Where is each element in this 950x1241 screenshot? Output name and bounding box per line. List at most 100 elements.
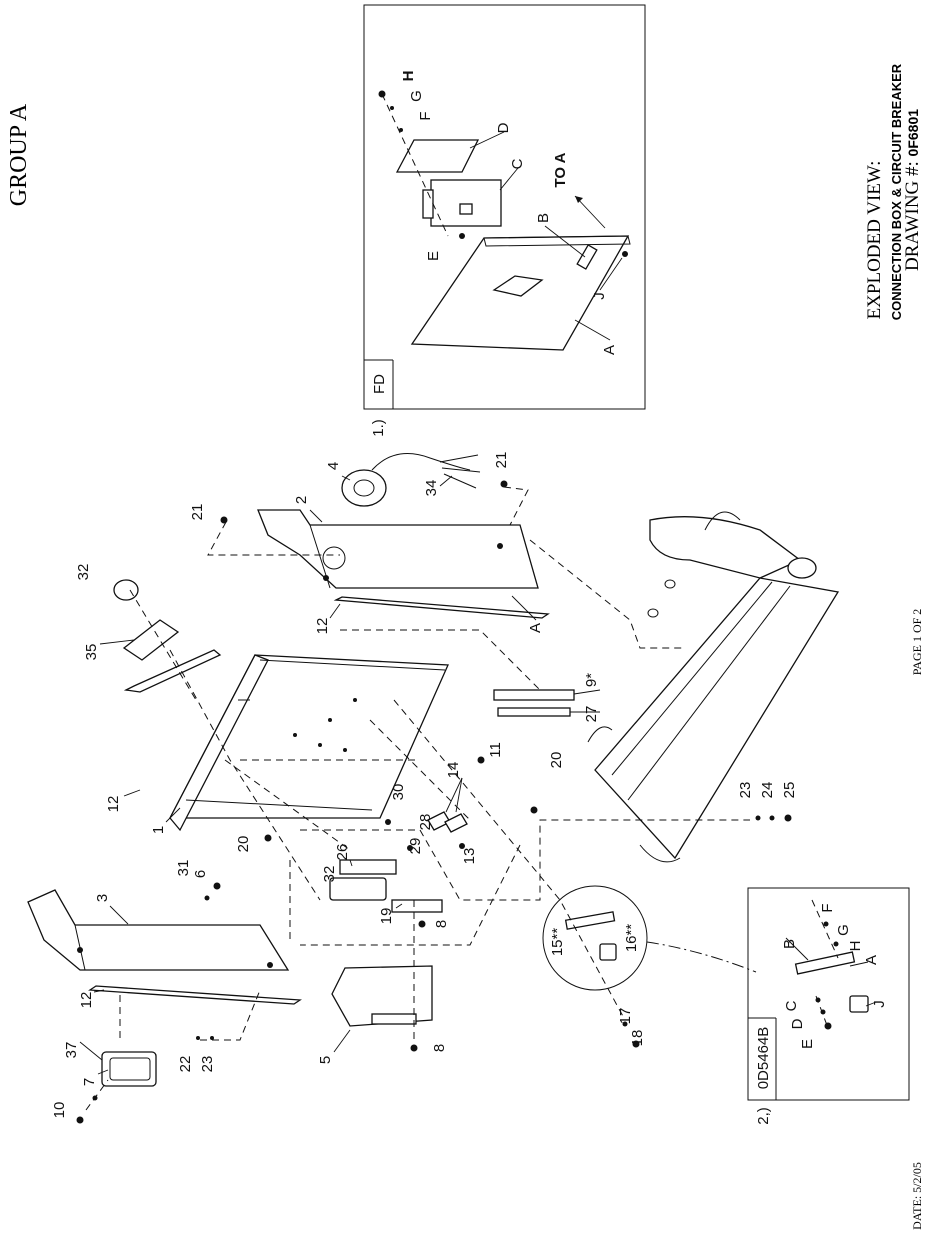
inset-1-callout-h: H (400, 71, 417, 82)
inset-2-callout-h: H (847, 941, 864, 952)
inset-1-index: 1.) (370, 419, 387, 437)
rail-12-bottom (90, 986, 300, 1004)
callout-34: 34 (423, 480, 440, 497)
inset-2-nut-e (825, 1023, 832, 1030)
grommet-4 (342, 470, 386, 506)
callout-13: 13 (461, 848, 478, 865)
terminal-block-26 (340, 860, 396, 874)
svg-text:DRAWING #: 0F6801: DRAWING #: 0F6801 (902, 109, 923, 271)
callout-32-a: 32 (75, 564, 92, 581)
callout-9: 9* (583, 673, 600, 687)
inset-2-callout-j: J (871, 1000, 888, 1008)
callout-31: 31 (175, 860, 192, 877)
callout-37: 37 (63, 1042, 80, 1059)
callout-3: 3 (94, 894, 111, 902)
callout-7: 7 (81, 1078, 98, 1086)
inset-1-callout-b: B (535, 213, 552, 223)
callout-12-b: 12 (314, 618, 331, 635)
main-assembly: 1 2 3 4 5 6 7 8 8 9* 10 11 12 12 12 13 1… (28, 452, 838, 1124)
inset-1-callout-a: A (601, 345, 618, 355)
drawing-title: EXPLODED VIEW: (864, 161, 885, 320)
inset-2-callout-c: C (783, 1000, 800, 1011)
detail-callout-15: 15** (549, 928, 566, 957)
callout-12-a: 12 (105, 796, 122, 813)
inset-2-callout-d: D (789, 1018, 806, 1029)
inset-2-washer-f (824, 922, 829, 927)
inset-1-screw-j (622, 251, 628, 257)
connection-box-1 (170, 655, 448, 830)
callout-25: 25 (781, 782, 798, 799)
inset-2-washer-c (816, 998, 821, 1003)
detail-to-inset-2-line (647, 942, 756, 972)
inset-1-breaker-terminals (423, 190, 433, 218)
insulator-27 (498, 708, 570, 716)
side-panel-2 (258, 510, 538, 588)
inset-1-callout-j: J (591, 292, 608, 300)
drawing-number: 0F6801 (905, 109, 921, 157)
detail-circle: 15** 16** (543, 886, 756, 990)
callout-17: 17 (617, 1008, 634, 1025)
callout-frame-a: A (527, 623, 544, 633)
callout-8-b: 8 (431, 1044, 448, 1052)
callout-10: 10 (51, 1102, 68, 1119)
inset-2-tag: 0D5464B (755, 1027, 772, 1090)
inset-2-index: 2,) (755, 1107, 772, 1125)
inset-2-block-j (850, 996, 868, 1012)
callout-27: 27 (583, 706, 600, 723)
side-panel-3-body (28, 890, 288, 970)
page-number: PAGE 1 OF 2 (910, 609, 924, 676)
callout-30: 30 (390, 784, 407, 801)
clip-14-b (445, 814, 467, 832)
callout-35: 35 (83, 644, 100, 661)
callout-20-a: 20 (235, 836, 252, 853)
frame-cross-member (650, 517, 800, 578)
frame-tube-end (788, 558, 816, 578)
callout-24: 24 (759, 782, 776, 799)
inset-2-callouts: A B C D E F G H J (781, 903, 888, 1049)
inset-1-washer-f (399, 128, 403, 132)
inset-1-washer-g (390, 106, 394, 110)
inset-1-plate-d (397, 140, 478, 172)
grommet-32-top (114, 580, 138, 600)
inset-2-callout-f: F (819, 903, 836, 912)
callout-28: 28 (417, 814, 434, 831)
inset-1-to-a-arrowhead (575, 196, 583, 203)
callout-23-b: 23 (737, 782, 754, 799)
inset-1-callout-g: G (408, 90, 425, 102)
inset-2-callout-e: E (799, 1039, 816, 1049)
inset-1-screw-h (379, 91, 386, 98)
drawing-date: DATE: 5/2/05 (910, 1162, 924, 1230)
inset-1-callout-e: E (425, 251, 442, 261)
drawing-number-label: DRAWING #: (902, 161, 923, 271)
callout-1: 1 (150, 826, 167, 834)
side-panel-3 (28, 890, 288, 970)
inset-2-callout-b: B (781, 939, 798, 949)
bracket-5 (332, 966, 432, 1026)
callout-19: 19 (378, 908, 395, 925)
callout-12-c: 12 (78, 992, 95, 1009)
inset-2-0d5464b: 0D5464B 2,) A B C D E F G H J (748, 888, 909, 1125)
callout-20-b: 20 (548, 752, 565, 769)
detail-block-16 (600, 944, 616, 960)
callout-14: 14 (445, 762, 462, 779)
inset-1-tag: FD (371, 374, 388, 394)
callout-5: 5 (317, 1056, 334, 1064)
callout-6: 6 (192, 870, 209, 878)
frame-break-line-1 (588, 727, 612, 742)
inset-1-to-a: TO A (552, 152, 569, 187)
inset-2-washer-g (834, 942, 839, 947)
detail-callout-16: 16** (623, 924, 640, 953)
callout-2: 2 (293, 496, 310, 504)
inset-1-callout-f: F (417, 111, 434, 120)
callout-26: 26 (334, 844, 351, 861)
frame-main-rail (595, 578, 838, 858)
inset-1-callout-c: C (509, 158, 526, 169)
inset-2-callout-a: A (863, 955, 880, 965)
callout-18: 18 (629, 1030, 646, 1047)
detail-terminal-strip-15 (566, 912, 615, 929)
bracket-5-terminal (372, 1014, 416, 1024)
callout-23-a: 23 (199, 1056, 216, 1073)
callout-8-a: 8 (433, 920, 450, 928)
inset-2-terminal-strip-a (796, 952, 855, 974)
